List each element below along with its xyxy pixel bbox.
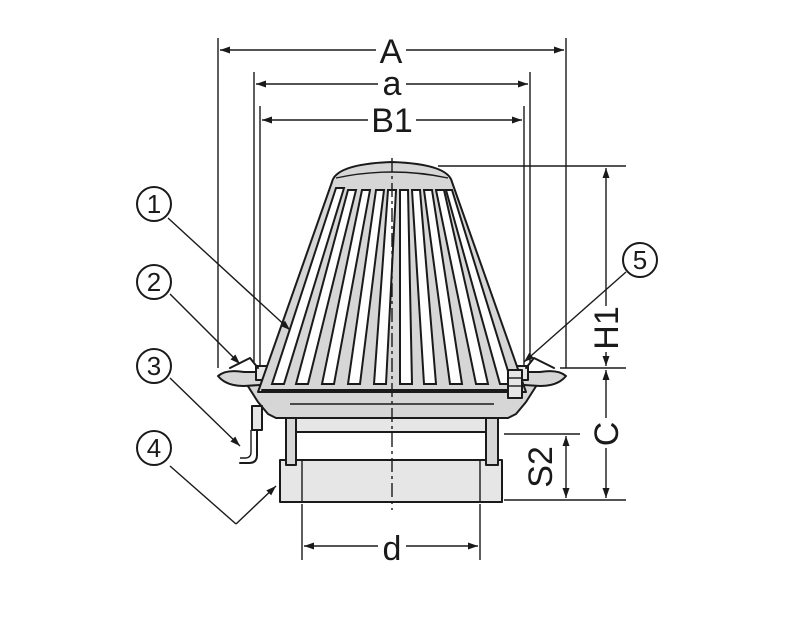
gravel-guard-ribs <box>270 187 514 385</box>
dimension-label-H1: H1 <box>588 306 626 349</box>
extension-lines <box>217 38 626 560</box>
dimension-label-S2: S2 <box>522 446 560 488</box>
dimension-a: a <box>256 64 528 103</box>
dimension-label-d: d <box>383 530 402 568</box>
outlet-pipe <box>279 459 503 503</box>
callout-4: 4 <box>136 430 172 466</box>
callout-1: 1 <box>136 186 172 222</box>
heating-element <box>239 405 263 464</box>
dimension-S2: S2 <box>522 436 570 498</box>
dimension-label-B1: B1 <box>371 102 413 140</box>
dimension-C: C <box>588 370 626 498</box>
callout-2: 2 <box>136 264 172 300</box>
callout-3: 3 <box>136 348 172 384</box>
dimension-A: A <box>220 30 564 71</box>
dimension-B1: B1 <box>262 100 522 140</box>
callout-2-label: 2 <box>147 267 161 297</box>
callout-4-label: 4 <box>147 433 161 463</box>
dimension-label-C: C <box>588 422 626 447</box>
callout-leaders <box>167 217 627 525</box>
callout-3-label: 3 <box>147 351 161 381</box>
dimension-label-A: A <box>380 33 403 71</box>
dimension-H1: H1 <box>588 168 626 366</box>
dimension-label-a: a <box>383 65 402 103</box>
callout-1-label: 1 <box>147 189 161 219</box>
callout-5: 5 <box>622 242 658 278</box>
dimension-d: d <box>304 528 478 568</box>
callout-5-label: 5 <box>633 245 647 275</box>
fixing-screw-right <box>507 369 523 399</box>
